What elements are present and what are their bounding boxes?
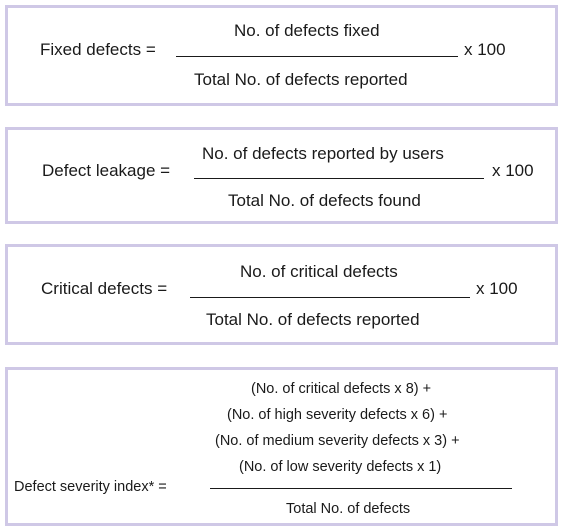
- formula-numerator-line: (No. of low severity defects x 1): [239, 459, 442, 475]
- fraction-bar: [194, 178, 484, 179]
- formula-numerator-line: (No. of critical defects x 8) +: [251, 381, 432, 397]
- formula-denominator: Total No. of defects found: [228, 191, 421, 210]
- fraction-bar: [190, 297, 470, 298]
- fraction-bar: [210, 488, 512, 489]
- formula-box-defect-severity-index: Defect severity index* = (No. of critica…: [5, 367, 558, 526]
- formula-multiplier: x 100: [476, 279, 518, 298]
- formula-label: Critical defects =: [41, 279, 168, 298]
- formula-numerator: No. of defects fixed: [234, 21, 380, 40]
- formula-denominator: Total No. of defects reported: [194, 70, 408, 89]
- fraction-bar: [176, 56, 458, 57]
- formula-numerator: No. of defects reported by users: [202, 144, 444, 163]
- formula-label: Defect leakage =: [42, 161, 171, 180]
- formula-box-defect-leakage: Defect leakage = No. of defects reported…: [5, 127, 558, 224]
- formula-denominator: Total No. of defects reported: [206, 310, 420, 329]
- formula-multiplier: x 100: [492, 161, 534, 180]
- formula-numerator-line: (No. of high severity defects x 6) +: [227, 407, 448, 423]
- formula-multiplier: x 100: [464, 40, 506, 59]
- formula-label: Fixed defects =: [40, 40, 156, 59]
- formula-denominator: Total No. of defects: [286, 501, 411, 517]
- formula-box-fixed-defects: Fixed defects = No. of defects fixed Tot…: [5, 5, 558, 106]
- formula-label: Defect severity index* =: [14, 479, 167, 495]
- formula-numerator: No. of critical defects: [240, 262, 398, 281]
- formula-box-critical-defects: Critical defects = No. of critical defec…: [5, 244, 558, 345]
- formula-numerator-line: (No. of medium severity defects x 3) +: [215, 433, 460, 449]
